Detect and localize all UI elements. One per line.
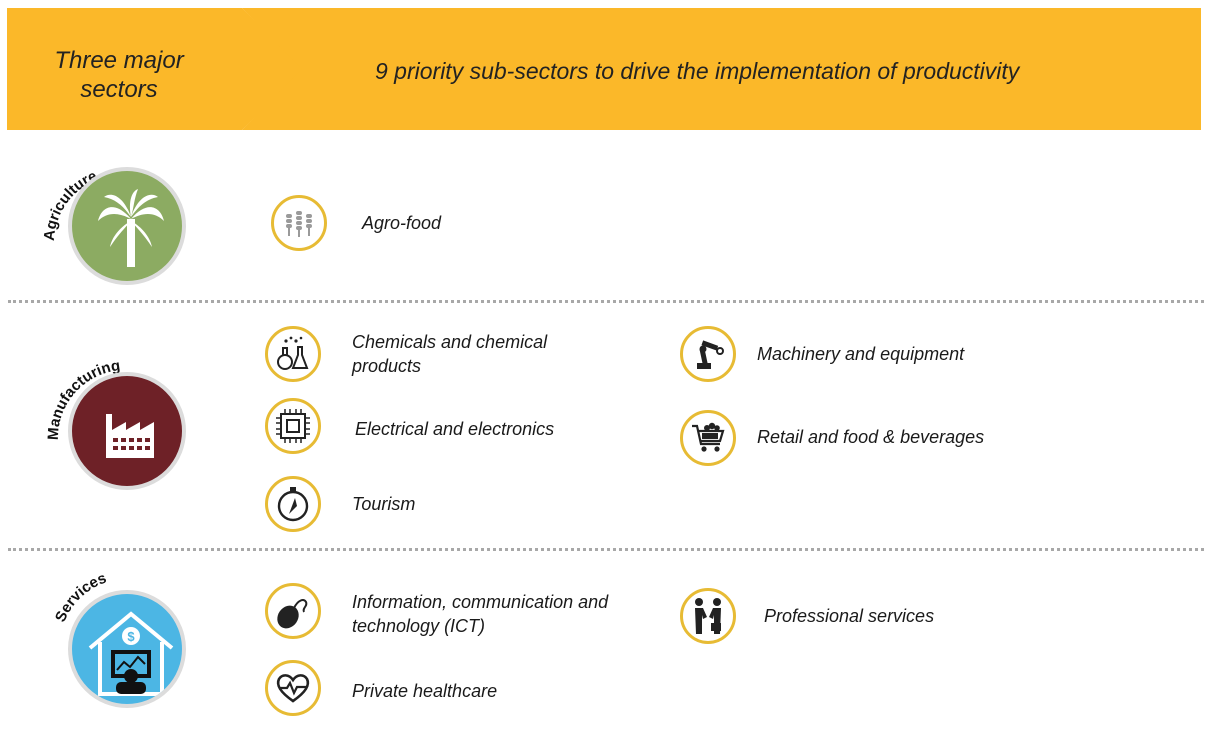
- heart-pulse-icon: [276, 674, 310, 703]
- subsector-label-ict: Information, communication and technolog…: [352, 592, 609, 636]
- subsector-retail-icon-wrap: [680, 410, 736, 466]
- banner-left-title: Three major sectors: [54, 47, 184, 103]
- subsector-healthcare-icon-wrap: [265, 660, 321, 716]
- subsector-label-professional: Professional services: [764, 606, 935, 626]
- palm-tree-icon: [98, 189, 164, 267]
- subsector-label-electrical: Electrical and electronics: [355, 419, 555, 439]
- wheat-icon: [286, 211, 312, 237]
- subsector-ict-icon-wrap: [265, 583, 321, 639]
- header-banner-left: [7, 8, 304, 130]
- sector-circle-services: $: [68, 590, 186, 708]
- subsector-professional-icon-wrap: [680, 588, 736, 644]
- subsector-label-machinery: Machinery and equipment: [757, 344, 965, 364]
- subsector-agro-food-icon-wrap: [271, 195, 327, 251]
- shopping-cart-icon: [692, 422, 725, 452]
- svg-text:$: $: [127, 629, 135, 644]
- subsector-chemicals-icon-wrap: [265, 326, 321, 382]
- sector-circle-manufacturing: [68, 372, 186, 490]
- subsector-label-tourism: Tourism: [352, 494, 416, 514]
- subsector-label-agro-food: Agro-food: [362, 213, 442, 233]
- header-banner-right: [242, 8, 1201, 130]
- sector-circle-agriculture: [68, 167, 186, 285]
- subsector-electrical-icon-wrap: [265, 398, 321, 454]
- subsector-label-retail: Retail and food & beverages: [757, 427, 985, 447]
- computer-mouse-icon: [277, 599, 308, 629]
- section-divider: [8, 548, 1204, 551]
- subsector-machinery-icon-wrap: [680, 326, 736, 382]
- services-house-computer-icon: $: [88, 611, 174, 696]
- lab-flask-icon: [277, 336, 309, 370]
- compass-icon: [277, 487, 309, 522]
- banner-right-title: 9 priority sub-sectors to drive the impl…: [375, 58, 1020, 84]
- robot-arm-icon: [697, 340, 724, 369]
- subsector-tourism-icon-wrap: [265, 476, 321, 532]
- handshake-icon: [695, 598, 721, 634]
- subsector-label-healthcare: Private healthcare: [352, 681, 498, 701]
- factory-icon: [106, 414, 154, 458]
- subsector-label-chemicals: Chemicals and chemical products: [352, 332, 548, 376]
- microchip-icon: [276, 409, 310, 443]
- section-divider: [8, 300, 1204, 303]
